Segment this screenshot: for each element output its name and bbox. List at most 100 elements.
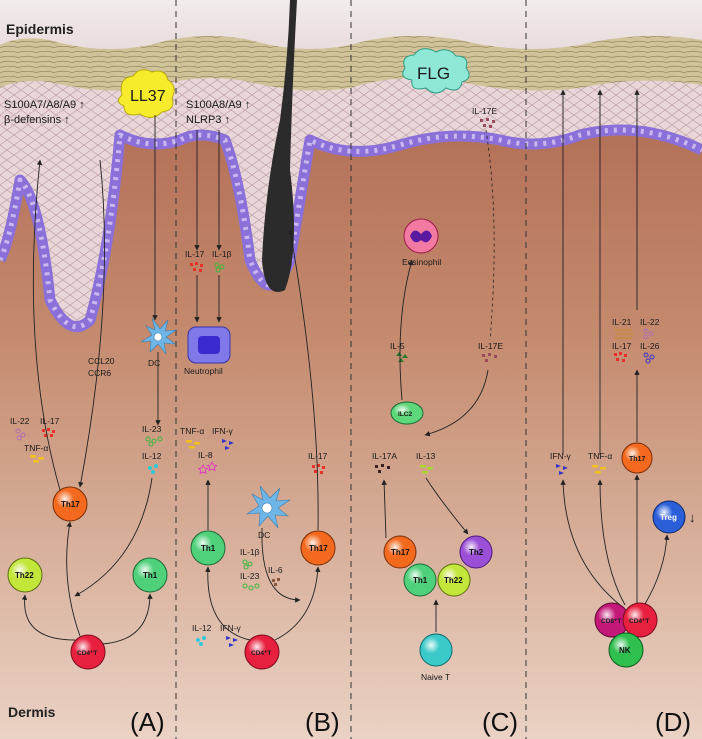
c-arrow-th17-il17a xyxy=(381,479,387,539)
b-dc-il1b-label: IL-1β xyxy=(240,547,260,557)
d-il17-squares xyxy=(614,352,627,362)
a-tnf-pills xyxy=(30,455,44,463)
b-dc-il6-squares xyxy=(272,578,280,586)
a-ccl20-label: CCL20 xyxy=(88,356,115,366)
a-arrow-cd4-th1 xyxy=(102,593,153,645)
a-dc-cell xyxy=(140,317,178,355)
b-neutrophil-label: Neutrophil xyxy=(184,366,223,376)
b-arrow-cd4-th17 xyxy=(274,566,321,641)
d-treg-label: Treg xyxy=(660,513,677,522)
dermis-label: Dermis xyxy=(8,704,56,720)
d-cd4-label: CD4⁺T xyxy=(629,618,649,625)
a-arrow-th17-up xyxy=(32,159,61,491)
d-il21-bars xyxy=(614,329,634,340)
b-dc-cell xyxy=(245,485,292,529)
b-cd4-label: CD4⁺T xyxy=(251,650,271,657)
c-il13-label: IL-13 xyxy=(416,451,436,461)
d-il21-label: IL-21 xyxy=(612,317,632,327)
flg-blob xyxy=(402,48,470,94)
a-arrow-ccl20 xyxy=(78,159,105,488)
b-tnf-pills xyxy=(186,440,200,449)
d-il26-label: IL-26 xyxy=(640,341,660,351)
d-arrow-cd4-treg xyxy=(644,534,670,605)
a-arrow-cd4-th17 xyxy=(66,521,81,637)
d-th17-label: Th17 xyxy=(629,456,645,463)
b-ifn-low-triangles xyxy=(226,636,238,647)
d-arrow-cells-tnf xyxy=(597,479,626,606)
c-eosinophil-label: Eosinophil xyxy=(402,257,441,267)
b-dc-il1b-rings xyxy=(242,559,253,570)
a-epi-label-2: β-defensins ↑ xyxy=(4,114,70,126)
b-dc-il23-label: IL-23 xyxy=(240,571,260,581)
b-il17-right-label: IL-17 xyxy=(308,451,328,461)
a-th22-cell xyxy=(7,557,43,593)
c-th2-label: Th2 xyxy=(469,548,484,557)
b-il1b-top-label: IL-1β xyxy=(212,249,232,259)
c-dashed-il17e xyxy=(485,129,495,341)
b-th17-label: Th17 xyxy=(309,544,328,553)
b-arrow-cd4-th1 xyxy=(205,566,251,641)
a-th1-label: Th1 xyxy=(143,571,158,580)
b-arrow-th17-up xyxy=(288,229,319,531)
c-naive-label: Naive T xyxy=(421,672,450,682)
c-th1-cell xyxy=(403,563,437,597)
a-il17-squares xyxy=(42,428,55,437)
b-epi-label-1: S100A8/A9 ↑ xyxy=(186,99,250,111)
b-il12-label: IL-12 xyxy=(192,623,212,633)
b-dc-label: DC xyxy=(258,530,270,540)
flg-label: FLG xyxy=(417,64,450,83)
c-th22-cell xyxy=(437,563,471,597)
a-cd4-label: CD4⁺T xyxy=(77,650,97,657)
hair-shaft xyxy=(262,0,297,292)
a-th17-label: Th17 xyxy=(61,500,80,509)
c-arrow-il13-th2 xyxy=(425,477,469,535)
a-th22-label: Th22 xyxy=(15,571,34,580)
c-il17e-top-label: IL-17E xyxy=(472,106,497,116)
c-ilc2-cell xyxy=(390,401,424,425)
b-il8-label: IL-8 xyxy=(198,450,213,460)
c-th2-cell xyxy=(459,535,493,569)
d-cd4-cell xyxy=(622,602,658,638)
a-th1-cell xyxy=(132,557,168,593)
a-il17-label: IL-17 xyxy=(40,416,60,426)
a-arrow-cd4-th22 xyxy=(21,594,76,641)
a-il12-label: IL-12 xyxy=(142,451,162,461)
b-epi-label-2: NLRP3 ↑ xyxy=(186,114,230,126)
c-il17e-mid-label: IL-17E xyxy=(478,341,503,351)
d-nk-label: NK xyxy=(619,646,631,655)
c-il17e-mid-squares xyxy=(482,353,497,362)
c-il5-dots xyxy=(396,352,408,362)
c-arrow-ilc2-eos xyxy=(399,259,414,401)
b-th17-cell xyxy=(300,530,336,566)
d-treg-change: ↓ xyxy=(689,510,696,525)
c-th17-label: Th17 xyxy=(391,548,410,557)
b-th1-label: Th1 xyxy=(201,544,216,553)
d-il17-label: IL-17 xyxy=(612,341,632,351)
a-il12-dots xyxy=(148,464,158,474)
b-cd4-cell xyxy=(244,634,280,670)
panel-tag-d: (D) xyxy=(655,707,691,737)
b-ifn-triangles xyxy=(222,439,234,450)
d-tnf-pills xyxy=(592,465,606,474)
b-th1-cell xyxy=(190,530,226,566)
b-tnf-label: TNF-α xyxy=(180,426,204,436)
panel-tag-a: (A) xyxy=(130,707,165,737)
c-il5-label: IL-5 xyxy=(390,341,405,351)
b-il17-top-squares xyxy=(190,262,203,272)
c-il13-pills xyxy=(420,465,433,474)
d-il26-rings xyxy=(643,352,655,364)
c-eosinophil-cell xyxy=(403,218,439,254)
b-dc-il23-rings xyxy=(242,583,260,591)
a-cd4-cell xyxy=(70,634,106,670)
a-il22-dots xyxy=(15,428,26,441)
c-il17e-top-squares xyxy=(480,118,495,128)
b-neutrophil-cell xyxy=(187,326,231,364)
panel-tag-c: (C) xyxy=(482,707,518,737)
a-tnf-label: TNF-α xyxy=(24,443,48,453)
ll37-blob xyxy=(118,69,175,118)
a-il23-rings xyxy=(145,436,163,447)
d-cd8-cell xyxy=(594,602,630,638)
a-th17-cell xyxy=(52,486,88,522)
